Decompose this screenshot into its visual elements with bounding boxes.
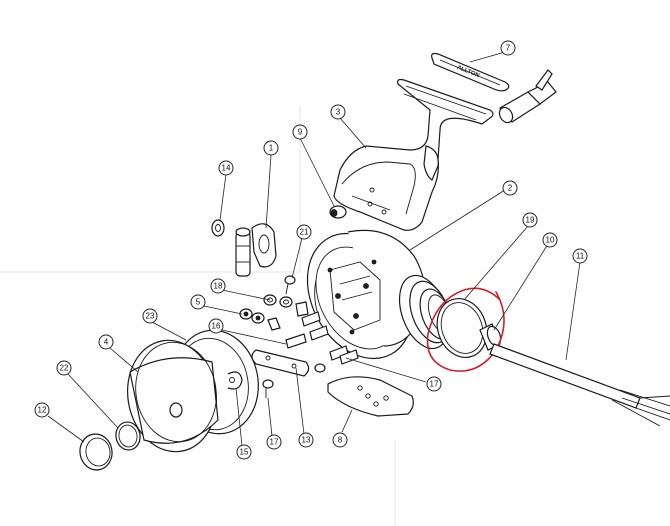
callout-17b: 17 bbox=[426, 376, 442, 392]
part-13-bracket bbox=[251, 349, 310, 377]
callout-label: 23 bbox=[146, 312, 155, 321]
part-21-screw bbox=[284, 275, 296, 295]
part-4-cover bbox=[126, 339, 219, 453]
callout-label: 18 bbox=[214, 282, 223, 291]
callout-21: 21 bbox=[296, 224, 312, 240]
callout-2: 2 bbox=[502, 180, 518, 196]
callout-label: 11 bbox=[576, 252, 585, 261]
handle-knob bbox=[498, 69, 557, 124]
part-22-ring bbox=[115, 421, 141, 451]
callout-5: 5 bbox=[190, 294, 206, 310]
part-18-washers bbox=[263, 294, 309, 317]
callout-18: 18 bbox=[210, 278, 226, 294]
callout-label: 13 bbox=[302, 436, 311, 445]
callout-12: 12 bbox=[34, 402, 50, 418]
part-11-shaft bbox=[489, 343, 670, 427]
part-10-bushing bbox=[479, 323, 502, 351]
callout-8: 8 bbox=[332, 432, 348, 448]
callout-22: 22 bbox=[56, 360, 72, 376]
callout-label: 9 bbox=[298, 128, 303, 137]
part-9-small-knob bbox=[329, 205, 347, 219]
callout-label: 22 bbox=[60, 364, 69, 373]
callout-1: 1 bbox=[263, 140, 279, 156]
leader-lines bbox=[47, 51, 581, 447]
callout-label: 5 bbox=[196, 298, 201, 307]
callout-7: 7 bbox=[500, 40, 516, 56]
part-3-reel-frame bbox=[333, 78, 494, 231]
callout-9: 9 bbox=[292, 124, 308, 140]
callout-16: 16 bbox=[208, 318, 224, 334]
part-5-washers bbox=[239, 308, 281, 331]
callout-label: 16 bbox=[212, 322, 221, 331]
callout-19: 19 bbox=[522, 212, 538, 228]
callout-label: 21 bbox=[300, 228, 309, 237]
part-1-pawl-clip bbox=[235, 223, 277, 277]
part-7-handle-grip: ALLTON bbox=[431, 52, 510, 92]
callout-13: 13 bbox=[298, 432, 314, 448]
callout-4: 4 bbox=[98, 334, 114, 350]
callout-14: 14 bbox=[218, 160, 234, 176]
callout-label: 2 bbox=[508, 184, 513, 193]
callout-label: 1 bbox=[269, 144, 274, 153]
part-16-pins bbox=[285, 311, 329, 349]
callout-15: 15 bbox=[236, 444, 252, 460]
callout-label: 12 bbox=[38, 406, 47, 415]
callout-3: 3 bbox=[330, 104, 346, 120]
callout-17a: 17 bbox=[266, 434, 282, 450]
part-8-side-cover bbox=[327, 376, 414, 417]
part-17-screws bbox=[262, 345, 359, 398]
callout-label: 10 bbox=[546, 236, 555, 245]
part-15-clip bbox=[227, 371, 243, 390]
callout-label: 15 bbox=[240, 448, 249, 457]
callout-label: 4 bbox=[104, 338, 109, 347]
callout-label: 19 bbox=[526, 216, 535, 225]
callout-10: 10 bbox=[542, 232, 558, 248]
callout-label: 14 bbox=[222, 164, 231, 173]
callout-23: 23 bbox=[142, 308, 158, 324]
part-14-washer bbox=[211, 219, 225, 237]
callout-label: 17 bbox=[270, 438, 279, 447]
callout-label: 8 bbox=[338, 436, 343, 445]
part-12-cap bbox=[79, 433, 113, 471]
callout-label: 3 bbox=[336, 108, 341, 117]
callout-11: 11 bbox=[572, 248, 588, 264]
callout-label: 17 bbox=[430, 380, 439, 389]
callout-label: 7 bbox=[506, 44, 511, 53]
part-19-o-ring bbox=[436, 298, 488, 358]
